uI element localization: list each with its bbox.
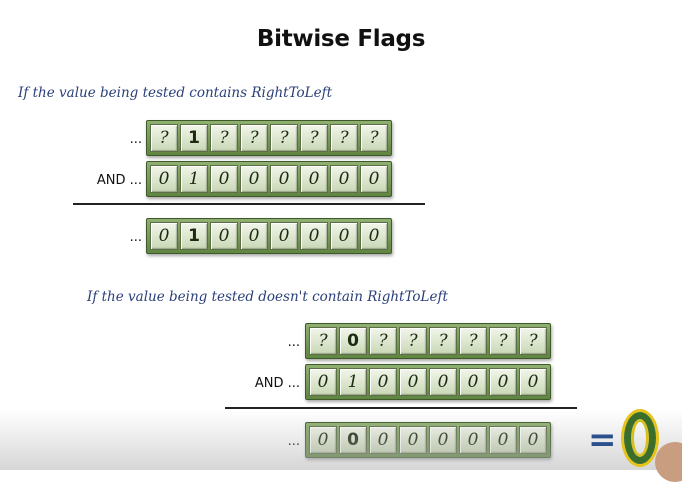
bit-cell: ?: [210, 124, 238, 152]
bit-cell: 0: [429, 368, 457, 396]
bit-cell: ?: [300, 124, 328, 152]
s1-divider: [73, 203, 425, 205]
bit-cell: ?: [150, 124, 178, 152]
s1-row1-bits: ?1??????: [146, 120, 392, 156]
presenter-hand-icon: [655, 442, 682, 482]
bit-cell: 0: [519, 368, 547, 396]
s2-row1-label: ...: [287, 335, 300, 350]
bit-cell: 0: [309, 368, 337, 396]
bit-cell: 0: [339, 327, 367, 355]
bit-cell: 1: [180, 222, 208, 250]
bit-cell: 0: [360, 165, 388, 193]
s2-divider: [225, 407, 577, 409]
bit-cell: ?: [360, 124, 388, 152]
bit-cell: 0: [150, 222, 178, 250]
s1-row2-label: AND ...: [96, 173, 142, 188]
bit-cell: 0: [300, 222, 328, 250]
bit-cell: ?: [270, 124, 298, 152]
bit-cell: 0: [369, 426, 397, 454]
bit-cell: ?: [429, 327, 457, 355]
bit-cell: 0: [210, 165, 238, 193]
bit-cell: 0: [330, 165, 358, 193]
section1-caption: If the value being tested contains Right…: [18, 85, 333, 101]
bit-cell: ?: [459, 327, 487, 355]
bit-cell: 0: [270, 165, 298, 193]
bit-cell: ?: [519, 327, 547, 355]
bit-cell: ?: [240, 124, 268, 152]
bit-cell: 0: [210, 222, 238, 250]
bit-cell: ?: [309, 327, 337, 355]
bit-cell: 1: [180, 165, 208, 193]
bit-cell: ?: [369, 327, 397, 355]
bit-cell: 0: [270, 222, 298, 250]
section2-caption: If the value being tested doesn't contai…: [87, 289, 448, 305]
equals-sign: =: [588, 420, 617, 460]
s1-row1: ?1??????: [146, 120, 392, 156]
slide-title: Bitwise Flags: [256, 26, 426, 52]
bit-cell: ?: [399, 327, 427, 355]
s2-row3-label: ...: [287, 434, 300, 449]
bit-cell: ?: [489, 327, 517, 355]
s2-row1-bits: ?0??????: [305, 323, 551, 359]
bit-cell: 0: [339, 426, 367, 454]
bit-cell: 0: [360, 222, 388, 250]
bit-cell: 0: [489, 368, 517, 396]
bit-cell: 0: [459, 368, 487, 396]
bit-cell: 0: [240, 222, 268, 250]
s2-row1: ?0??????: [305, 323, 551, 359]
bit-cell: 0: [399, 426, 427, 454]
bit-cell: 1: [339, 368, 367, 396]
bit-cell: 0: [489, 426, 517, 454]
bit-cell: 0: [399, 368, 427, 396]
bit-cell: 0: [150, 165, 178, 193]
bit-cell: 1: [180, 124, 208, 152]
bit-cell: 0: [459, 426, 487, 454]
bit-cell: 0: [309, 426, 337, 454]
s1-row3-label: ...: [129, 230, 142, 245]
bit-cell: 0: [330, 222, 358, 250]
bit-cell: ?: [330, 124, 358, 152]
bit-cell: 0: [369, 368, 397, 396]
bit-cell: 0: [519, 426, 547, 454]
bit-cell: 0: [429, 426, 457, 454]
s2-row2-label: AND ...: [254, 376, 300, 391]
s1-row1-label: ...: [129, 132, 142, 147]
bit-cell: 0: [300, 165, 328, 193]
zero-result-icon: [624, 412, 656, 464]
bit-cell: 0: [240, 165, 268, 193]
